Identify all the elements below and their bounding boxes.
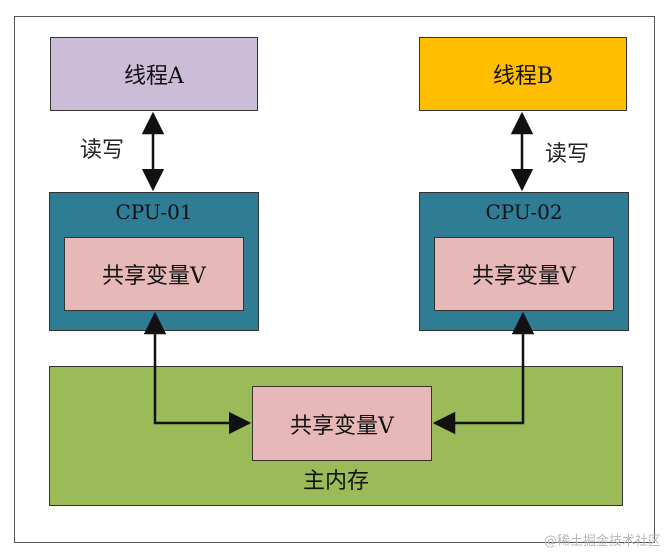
cpu-01-label: CPU-01 (115, 200, 193, 224)
thread-a-box: 线程A (50, 37, 258, 111)
cpu-02-label: CPU-02 (485, 200, 563, 224)
thread-a-label: 线程A (124, 64, 184, 89)
main-memory-label: 主内存 (302, 469, 369, 494)
read-write-label-b: 读写 (545, 142, 590, 167)
watermark: @稀土掘金技术社区 (543, 534, 661, 549)
arrow-cpu02-memory (432, 311, 535, 435)
cpu-01-shared-var: 共享变量V (64, 237, 244, 311)
cpu-01-shared-var-label: 共享变量V (102, 264, 206, 289)
cpu-02-shared-var-label: 共享变量V (472, 264, 576, 289)
thread-b-box: 线程B (419, 37, 627, 111)
cpu-02-shared-var: 共享变量V (434, 237, 614, 311)
main-memory-shared-var-label: 共享变量V (290, 413, 394, 439)
main-memory-shared-var: 共享变量V (252, 386, 432, 461)
cpu-02-box: CPU-02 共享变量V (419, 192, 629, 331)
cpu-01-box: CPU-01 共享变量V (49, 192, 259, 331)
read-write-label-a: 读写 (80, 138, 125, 163)
thread-b-label: 线程B (492, 64, 554, 89)
arrow-cpu01-memory (143, 311, 252, 435)
